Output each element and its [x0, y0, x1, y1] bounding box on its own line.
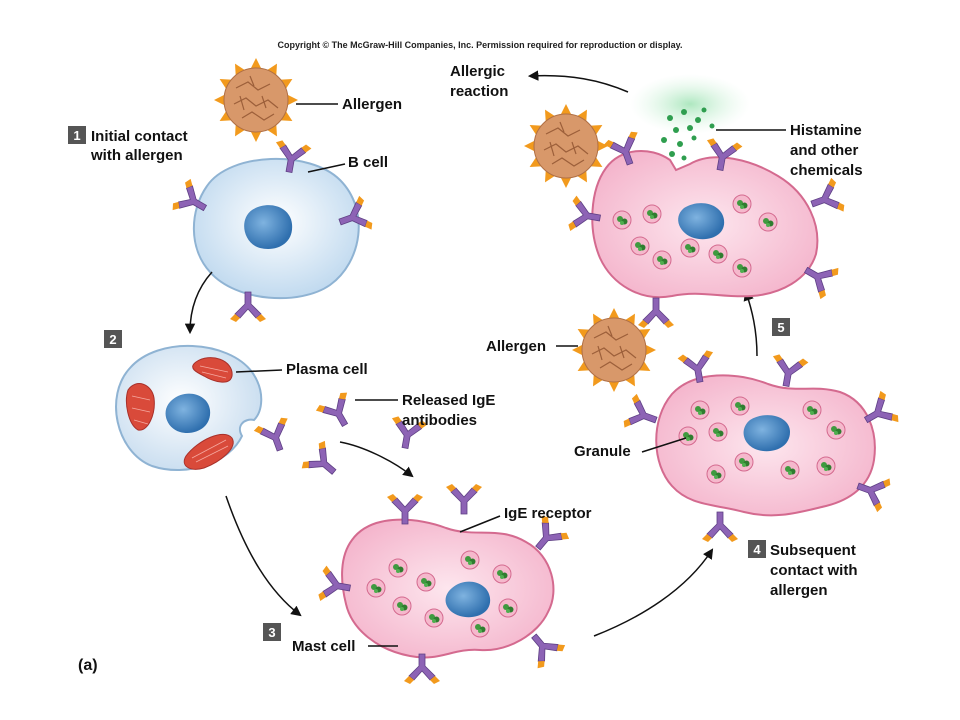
step4-line2: contact with — [770, 562, 858, 579]
mast-cell-degranulating — [566, 129, 847, 329]
allergen-mid-label: Allergen — [486, 338, 546, 355]
step1-line2: with allergen — [90, 147, 183, 164]
ige-receptor-leader — [459, 515, 501, 533]
step2-number: 2 — [109, 332, 116, 347]
step1-number: 1 — [73, 128, 80, 143]
mast-cell-sensitized — [316, 483, 572, 685]
step2-badge — [104, 330, 122, 348]
plasma-cell-label: Plasma cell — [286, 361, 368, 378]
arrow-ige-to-mast — [339, 441, 414, 478]
step4-number: 4 — [753, 542, 761, 557]
histamine-particles — [661, 107, 715, 161]
step5-number: 5 — [777, 320, 784, 335]
mast-cell-label: Mast cell — [292, 638, 355, 655]
released-ige-line1: Released IgE — [402, 392, 495, 409]
arrow-to-step5 — [743, 290, 758, 357]
b-cell-label: B cell — [348, 154, 388, 171]
step4-line1: Subsequent — [770, 542, 856, 559]
granule-label: Granule — [574, 443, 631, 460]
part-label: (a) — [78, 657, 98, 674]
plasma-nucleus — [165, 393, 211, 434]
ige-receptor-label: IgE receptor — [504, 505, 592, 522]
step1-allergen — [213, 57, 299, 143]
mast-cell-step4 — [621, 348, 902, 543]
allergen-step5 — [523, 103, 609, 189]
granule-leader — [641, 437, 687, 453]
copyright-text: Copyright © The McGraw-Hill Companies, I… — [277, 40, 682, 50]
step3-badge — [263, 623, 281, 641]
step4-badge — [748, 540, 766, 558]
b-cell — [169, 138, 375, 323]
plasma-leader — [235, 369, 283, 373]
step5-badge — [772, 318, 790, 336]
mast-nucleus-3 — [445, 581, 491, 618]
mast-nucleus-4 — [743, 415, 790, 452]
histamine-line3: chemicals — [790, 162, 863, 179]
histamine-cloud — [630, 74, 750, 134]
step3-number: 3 — [268, 625, 275, 640]
mast-nucleus-5 — [678, 203, 725, 240]
released-ige-line2: antibodies — [402, 412, 477, 429]
allergen-top-label: Allergen — [342, 96, 402, 113]
arrow-to-allergic-reaction — [527, 70, 629, 93]
histamine-line1: Histamine — [790, 122, 862, 139]
histamine-line2: and other — [790, 142, 858, 159]
plasma-cell — [115, 344, 263, 471]
b-cell-leader — [307, 163, 346, 173]
step4-line3: allergen — [770, 582, 828, 599]
arrow-to-step4 — [593, 548, 714, 637]
step1-badge — [68, 126, 86, 144]
step1-line1: Initial contact — [91, 128, 188, 145]
allergic-reaction-line2: reaction — [450, 83, 508, 100]
allergic-reaction-line1: Allergic — [450, 63, 505, 80]
b-cell-nucleus — [244, 205, 293, 249]
arrow-plasma-to-mast — [225, 495, 302, 617]
arrow-bcell-to-plasma — [184, 271, 213, 335]
